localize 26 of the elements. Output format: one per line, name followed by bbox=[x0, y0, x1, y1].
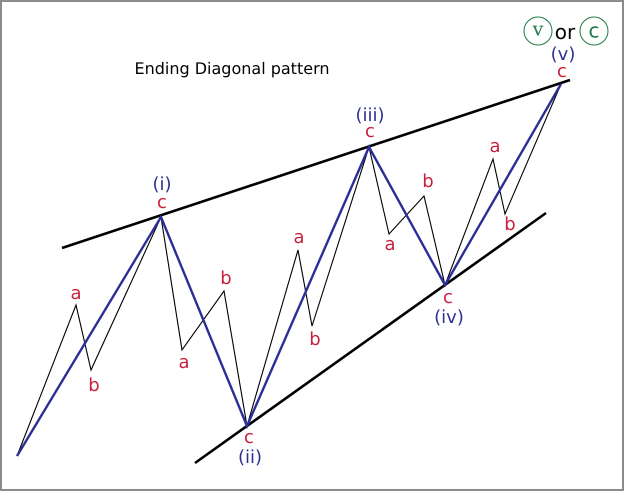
wave-label: b bbox=[309, 331, 321, 349]
circled-label bbox=[580, 16, 608, 46]
degree-label: (iv) bbox=[434, 309, 464, 327]
wave-label: a bbox=[70, 285, 82, 303]
degree-label: (v) bbox=[550, 46, 576, 64]
wave-label: a bbox=[489, 138, 501, 156]
degree-label: (ii) bbox=[238, 449, 262, 467]
degree-label: (iii) bbox=[355, 107, 385, 125]
wave-label: c bbox=[443, 289, 453, 307]
wave-label: c bbox=[244, 429, 254, 447]
conjunction-label: or bbox=[554, 22, 576, 42]
wave-label: b bbox=[422, 173, 434, 191]
degree-label: (i) bbox=[152, 176, 172, 194]
wave-label: b bbox=[88, 377, 100, 395]
circle-text: v bbox=[532, 20, 544, 40]
wave-label: b bbox=[504, 216, 516, 234]
wave-label: a bbox=[384, 236, 396, 254]
wave-label: a bbox=[293, 229, 305, 247]
circle-text: c bbox=[588, 20, 600, 40]
diagram-title: Ending Diagonal pattern bbox=[134, 61, 330, 77]
wave-label: c bbox=[557, 63, 567, 81]
circled-label bbox=[524, 16, 552, 46]
wave-label: c bbox=[157, 194, 167, 212]
wave-label: b bbox=[220, 270, 232, 288]
wave-label: a bbox=[178, 354, 190, 372]
wave-label: c bbox=[365, 123, 375, 141]
